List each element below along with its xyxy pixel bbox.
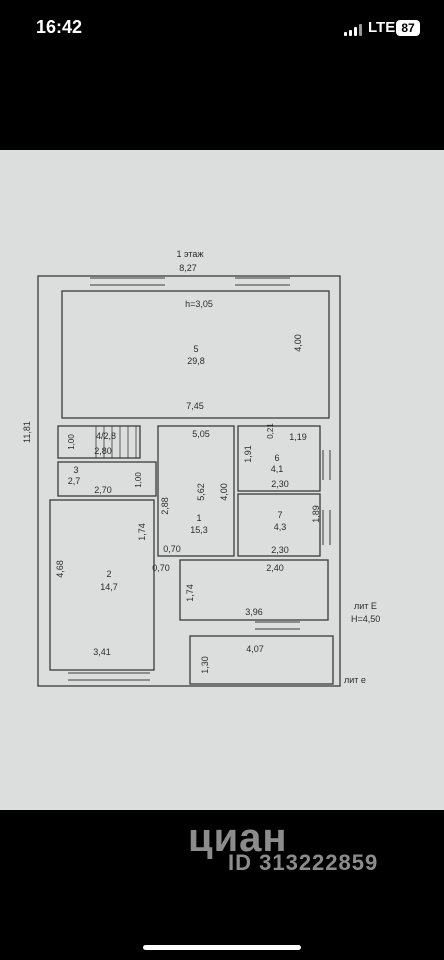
dimension: 3,96 — [245, 607, 263, 617]
dimension: 1,00 — [134, 472, 143, 488]
room-area: 2,8 — [104, 431, 117, 441]
room-area: 29,8 — [187, 356, 205, 366]
dimension: 2,30 — [271, 545, 289, 555]
signal-icon — [344, 24, 364, 36]
room-number: 4 — [96, 431, 101, 441]
dimension: 0,70 — [152, 563, 170, 573]
room-area: 4,3 — [274, 522, 287, 532]
dimension: 4,07 — [246, 644, 264, 654]
room-area: 15,3 — [190, 525, 208, 535]
room-number: 6 — [274, 453, 279, 463]
room-area-prefixed: /2,8 — [101, 431, 116, 441]
room-number: 3 — [73, 465, 78, 475]
floor-plan-photo[interactable]: 1 этаж 8,27 11,81 h=3,05 5 29,8 4,00 7,4… — [0, 150, 444, 810]
dimension: 2,40 — [266, 563, 284, 573]
floor-title: 1 этаж — [177, 249, 204, 259]
dimension: 5,05 — [192, 429, 210, 439]
room-area: 2,7 — [68, 476, 81, 486]
dimension: 1,00 — [67, 434, 76, 450]
dimension: 1,89 — [311, 505, 321, 523]
overall-width: 8,27 — [179, 263, 197, 273]
dimension: 4,00 — [293, 334, 303, 352]
dimension: 0,70 — [163, 544, 181, 554]
lit-label: лит Е — [354, 601, 377, 611]
dimension: 0,21 — [266, 423, 275, 439]
room-number: 7 — [277, 510, 282, 520]
dimension: 1,91 — [243, 445, 253, 463]
home-indicator[interactable] — [143, 945, 301, 950]
status-bar: 16:42 LTE 87 — [0, 0, 444, 60]
dimension: 5,62 — [196, 483, 206, 501]
battery-icon: 87 — [396, 20, 420, 36]
room-area: 14,7 — [100, 582, 118, 592]
dimension: 3,41 — [93, 647, 111, 657]
room-number: 2 — [106, 569, 111, 579]
room-number: 1 — [196, 513, 201, 523]
dimension: 2,30 — [271, 479, 289, 489]
dimension: 2,80 — [94, 446, 112, 456]
dimension: 1,74 — [137, 523, 147, 541]
overall-height: 11,81 — [22, 421, 32, 443]
brand-logo: циан — [188, 816, 288, 860]
floor-plan-drawing: 1 этаж 8,27 11,81 h=3,05 5 29,8 4,00 7,4… — [22, 249, 380, 687]
dimension: 1,30 — [200, 656, 210, 674]
network-label: LTE — [368, 19, 396, 36]
room-area: 4,1 — [271, 464, 284, 474]
lit-small: лит е — [344, 675, 366, 685]
dimension: 1,19 — [289, 432, 307, 442]
dimension: 4,00 — [219, 483, 229, 501]
dimension: 7,45 — [186, 401, 204, 411]
dimension: 2,88 — [160, 497, 170, 515]
listing-id: ID 313222859 — [228, 850, 379, 875]
ceiling-height: h=3,05 — [185, 299, 213, 309]
dimension: 1,74 — [185, 584, 195, 602]
lit-height: H=4,50 — [351, 614, 380, 624]
watermark: циан ID 313222859 — [188, 806, 428, 876]
room-number: 5 — [193, 344, 198, 354]
dimension: 2,70 — [94, 485, 112, 495]
clock: 16:42 — [36, 17, 83, 37]
dimension: 4,68 — [55, 560, 65, 578]
